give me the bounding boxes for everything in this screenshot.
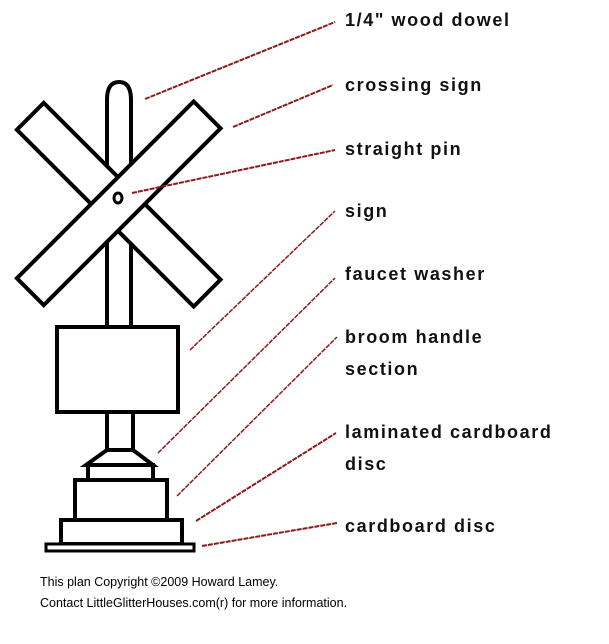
leader-line-faucet-washer [157,277,336,454]
leader-line-sign [189,210,336,351]
label-laminated-cardboard: laminated cardboard [345,422,553,442]
label-wood-dowel: 1/4" wood dowel [345,10,511,30]
leader-line-cardboard-disc [201,522,338,547]
label-sign: sign [345,201,389,221]
label-crossing-sign: crossing sign [345,75,483,95]
straight-pin [112,191,124,205]
broom-handle-section [73,478,169,522]
lower-post [105,410,135,452]
label-faucet-washer: faucet washer [345,264,486,284]
sign-box [55,325,180,414]
leader-line-broom-handle [176,336,338,497]
label-straight-pin: straight pin [345,139,463,159]
faucet-washer-base [86,463,155,482]
leader-line-dowel [144,21,336,100]
label-cardboard-disc: cardboard disc [345,516,497,536]
cardboard-disc [44,542,196,553]
leader-line-crossing-sign [232,84,334,128]
label-broom-handle-section: section [345,359,420,379]
contact-text: Contact LittleGlitterHouses.com(r) for m… [40,596,348,610]
leader-line-straight-pin [131,149,336,194]
laminated-cardboard-disc [59,518,184,546]
leader-line-laminated-disc [195,432,337,522]
label-broom-handle: broom handle [345,327,484,347]
copyright-text: This plan Copyright ©2009 Howard Lamey. [40,575,279,589]
faucet-washer [79,448,159,467]
label-laminated-disc: disc [345,454,388,474]
